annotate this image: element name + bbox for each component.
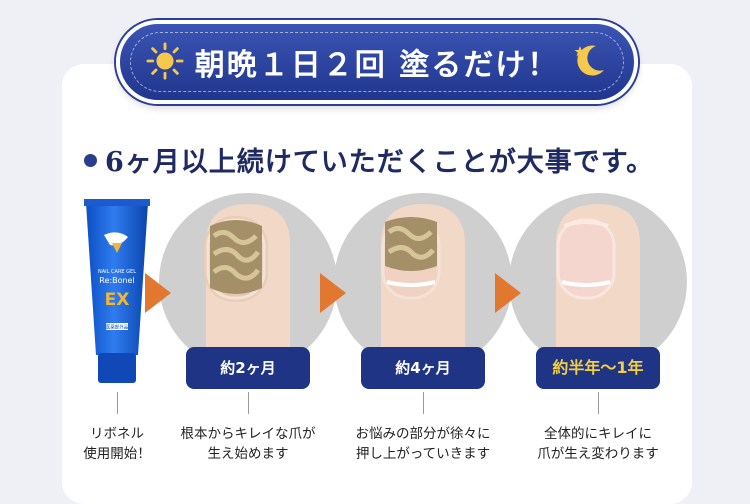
headline: 6ヶ月以上続けていただくことが大事です。 [84,140,654,179]
product-note: 医薬部外品 [106,324,129,331]
product-brand: Re:Bonel [99,276,134,285]
banner-title: 朝晩１日２回 塗るだけ！ [194,48,560,83]
start-connector-line [117,392,118,414]
stage-3-caption: 全体的にキレイに 爪が生え変わります [528,424,668,464]
start-caption-line1: リボネル [90,426,144,442]
stage-1-caption-line2: 生え始めます [207,446,289,462]
stage-2-connector-line [423,392,424,414]
bullet-dot [84,154,97,167]
stage-2-badge: 約4ヶ月 [361,347,485,389]
headline-text: 6ヶ月以上続けていただくことが大事です。 [105,147,655,178]
stage-2-caption-line1: お悩みの部分が徐々に [355,426,491,442]
stage-3-nail-illustration [509,193,687,372]
title-banner: 朝晩１日２回 塗るだけ！ [116,20,638,104]
stage-3-caption-line1: 全体的にキレイに [544,426,652,442]
stage-3-connector-line [598,392,599,414]
stage-1-nail-illustration [159,193,337,372]
stage-3-badge: 約半年〜1年 [536,347,660,389]
product-tube-image: NAIL CARE GEL Re:Bonel EX 医薬部外品 [84,199,150,383]
moon-star-icon [574,45,604,76]
stage-2-caption-line2: 押し上がっていきます [355,446,491,462]
start-caption-line2: 使用開始！ [83,446,151,462]
product-label-top: NAIL CARE GEL [98,269,136,275]
progress-arrow-1 [145,273,171,313]
start-caption: リボネル 使用開始！ [72,424,162,464]
stage-3-caption-line2: 爪が生え変わります [537,446,659,462]
progress-arrow-2 [320,273,346,313]
product-variant: EX [105,290,130,310]
progress-arrow-3 [495,273,521,313]
stage-2-nail-illustration [334,193,512,372]
stage-2-caption: お悩みの部分が徐々に 押し上がっていきます [353,424,493,464]
stage-1-badge: 約2ヶ月 [186,347,310,389]
stage-1-caption: 根本からキレイな爪が 生え始めます [178,424,318,464]
stage-1-connector-line [248,392,249,414]
stage-1-caption-line1: 根本からキレイな爪が [180,426,316,442]
sun-icon [146,42,184,80]
banner-dashed-border [130,32,624,92]
